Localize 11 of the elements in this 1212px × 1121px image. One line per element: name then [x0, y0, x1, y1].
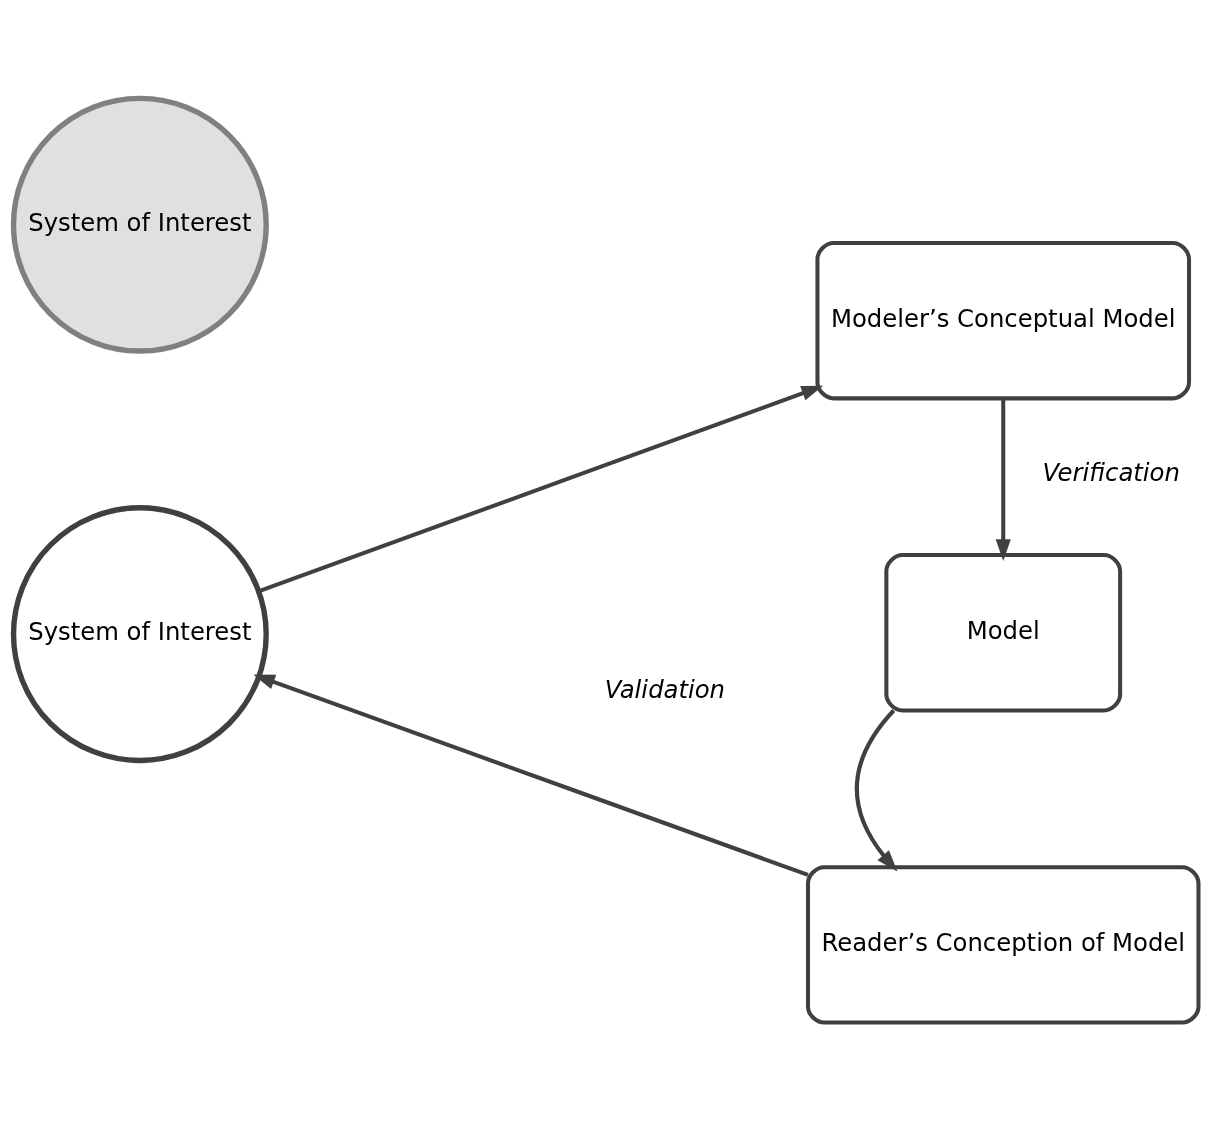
node-box: Reader’s Conception of Model: [805, 865, 1201, 1025]
edge-label: Validation: [604, 675, 726, 705]
node-circle: System of Interest: [10, 95, 269, 354]
arrow: [258, 385, 824, 594]
node-circle: System of Interest: [10, 505, 269, 764]
arrow: [995, 398, 1011, 561]
arrow: [854, 709, 898, 872]
node-box: Model: [884, 553, 1123, 713]
edge-label: Verification: [1042, 458, 1180, 488]
node-box: Modeler’s Conceptual Model: [815, 240, 1192, 401]
arrow: [253, 674, 809, 877]
